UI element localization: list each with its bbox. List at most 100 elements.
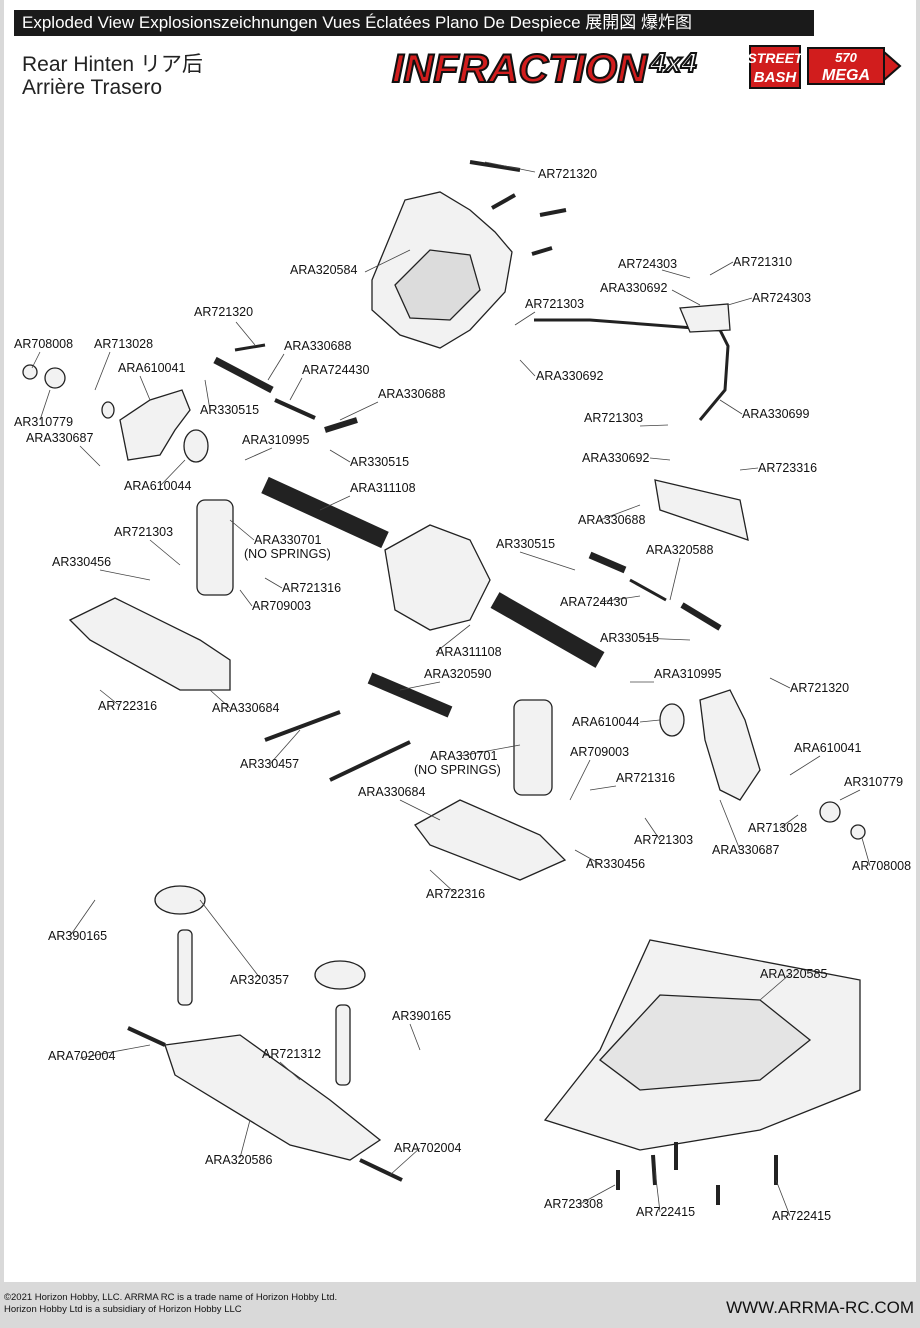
- part-label: AR722316: [426, 887, 485, 901]
- part-label: ARA330687: [712, 843, 779, 857]
- leader-line: [229, 519, 255, 541]
- leader-line: [769, 677, 791, 689]
- part-label: AR330456: [586, 857, 645, 871]
- leader-line: [459, 744, 521, 757]
- leader-line: [199, 899, 261, 979]
- pin-drawing: [234, 343, 266, 352]
- hub-carrier-left-drawing: [119, 389, 191, 461]
- part-drawings: [22, 160, 866, 1205]
- badge-bottom: BASH: [754, 69, 798, 86]
- bearing-right-drawing: [659, 703, 685, 737]
- leader-line: [661, 269, 691, 279]
- part-label: AR721320: [538, 167, 597, 181]
- part-label: ARA724430: [302, 363, 369, 377]
- leader-line: [79, 445, 101, 467]
- part-label: AR708008: [14, 337, 73, 351]
- leader-line: [669, 557, 681, 601]
- driveshaft-left-drawing: [261, 476, 389, 549]
- bearing-left-drawing: [183, 429, 209, 463]
- part-label: AR708008: [852, 859, 911, 873]
- mega-arrow-icon: [883, 49, 902, 83]
- part-label: ARA610044: [572, 715, 639, 729]
- part-label: AR721310: [733, 255, 792, 269]
- part-label: ARA311108: [436, 645, 502, 659]
- leader-line: [69, 899, 96, 937]
- leader-line: [364, 249, 411, 273]
- leader-line: [399, 799, 441, 821]
- part-label: ARA610041: [794, 741, 861, 755]
- leader-line: [514, 311, 536, 326]
- leader-line: [79, 1044, 151, 1059]
- small-bearing-left-drawing: [101, 401, 115, 419]
- street-bash-badge: [749, 45, 801, 89]
- body-post-right-drawing: [335, 1004, 351, 1086]
- differential-drawing: [384, 524, 491, 631]
- part-label: ARA610044: [124, 479, 191, 493]
- part-label: AR724303: [752, 291, 811, 305]
- mega-big: MEGA: [822, 67, 870, 84]
- leader-line: [139, 375, 151, 401]
- leader-line: [671, 289, 701, 306]
- part-label: ARA330688: [378, 387, 445, 401]
- turnbuckle-drawing: [274, 398, 316, 420]
- leader-line: [244, 447, 273, 461]
- skid-screw-drawings: [616, 1142, 778, 1205]
- leader-line: [269, 729, 301, 765]
- mega-small: 570: [835, 50, 857, 65]
- leader-line: [599, 595, 641, 603]
- part-label: ARA330684: [212, 701, 279, 715]
- part-label: ARA320586: [205, 1153, 272, 1167]
- leader-line: [267, 353, 285, 381]
- part-label: AR310779: [14, 415, 73, 429]
- sway-bar-drawing: [534, 318, 730, 421]
- mega-badge: [807, 47, 885, 85]
- part-label: ARA330688: [578, 513, 645, 527]
- part-label: ARA610041: [118, 361, 185, 375]
- screw-drawings: [469, 160, 567, 256]
- logo-name: INFRACTION: [392, 47, 648, 90]
- page-title-bar: Exploded View Explosionszeichnungen Vues…: [14, 10, 814, 36]
- leader-line: [719, 799, 741, 851]
- part-label: AR320357: [230, 973, 289, 987]
- part-label: ARA330699: [742, 407, 809, 421]
- leader-line: [39, 389, 51, 421]
- part-label: AR721303: [525, 297, 584, 311]
- copyright-line1: ©2021 Horizon Hobby, LLC. ARRMA RC is a …: [4, 1292, 338, 1303]
- website-link[interactable]: WWW.ARRMA-RC.COM: [726, 1298, 914, 1317]
- locknut-right-drawing: [850, 824, 866, 840]
- right-link-drawing: [588, 551, 627, 574]
- leader-line: [599, 504, 641, 521]
- body-mount-left-drawing: [154, 885, 206, 915]
- part-label: ARA320588: [646, 543, 713, 557]
- leader-line: [319, 495, 351, 511]
- part-label: AR713028: [94, 337, 153, 351]
- leader-line: [235, 321, 256, 346]
- leader-line: [239, 1119, 251, 1159]
- leader-line: [329, 449, 351, 463]
- part-label: AR721303: [114, 525, 173, 539]
- shock-left-drawing: [196, 499, 234, 596]
- nut-right-drawing: [819, 801, 841, 823]
- part-label: AR721316: [282, 581, 341, 595]
- part-label: AR390165: [48, 929, 107, 943]
- leader-line: [639, 424, 669, 427]
- part-label: AR709003: [570, 745, 629, 759]
- leader-line: [289, 377, 303, 401]
- part-label: AR721303: [634, 833, 693, 847]
- part-label: ARA320585: [760, 967, 827, 981]
- leader-line: [519, 551, 576, 571]
- part-label: ARA311108: [350, 481, 416, 495]
- part-label: AR713028: [748, 821, 807, 835]
- leader-line: [789, 755, 821, 776]
- right-pin-drawing: [629, 578, 667, 602]
- badge-top: STREET: [747, 50, 804, 66]
- leader-line: [429, 869, 457, 895]
- leader-line: [279, 1061, 301, 1081]
- leader-line: [727, 297, 753, 306]
- body-post-left-drawing: [177, 929, 193, 1006]
- part-label: AR330457: [240, 757, 299, 771]
- leader-line: [649, 457, 671, 461]
- part-label: ARA330701: [254, 533, 321, 547]
- leader-line: [149, 539, 181, 566]
- part-label: ARA702004: [394, 1141, 461, 1155]
